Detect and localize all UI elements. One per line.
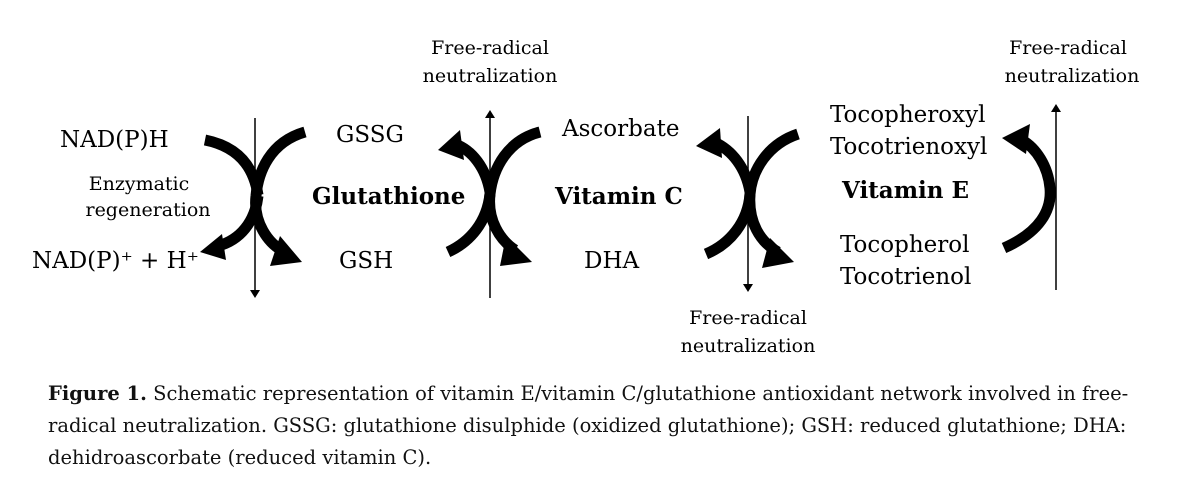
left-x-curve-top — [203, 134, 264, 196]
mid-right-x-curve-cross — [744, 128, 800, 257]
nadph-label: NAD(P)H — [60, 127, 169, 153]
gssg-label: GSSG — [336, 122, 404, 148]
vitamin-c-radical-label-line1: Free-radical — [689, 307, 807, 329]
mid-left-x-curve-bl — [445, 193, 496, 258]
gsh-label: GSH — [339, 248, 393, 274]
mid-right-x-curve-bl — [703, 193, 756, 260]
mid-right-x-arrowhead-tl — [696, 128, 722, 158]
left-x-arrowhead-br — [270, 236, 302, 266]
enzymatic-label-line1: Enzymatic — [89, 173, 190, 195]
vitamin-e-radical-label-line1: Free-radical — [1009, 37, 1127, 59]
mid-left-x-curve-cross — [484, 126, 542, 255]
vitamin-e-radical-label-line2: neutralization — [1005, 65, 1140, 87]
ascorbate-label: Ascorbate — [561, 116, 679, 142]
glutathione-radical-label-line2: neutralization — [423, 65, 558, 87]
figure-caption-text: Schematic representation of vitamin E/vi… — [48, 382, 1129, 469]
nadp-plus-label: NAD(P)⁺ + H⁺ — [32, 248, 199, 274]
antioxidant-network-diagram: NAD(P)H Enzymatic regeneration NAD(P)⁺ +… — [32, 37, 1140, 357]
vitamin-e-name: Vitamin E — [841, 177, 969, 204]
mid-left-x-arrowhead-tl — [438, 130, 464, 160]
left-x-arrowhead-bl — [200, 234, 226, 260]
dha-label: DHA — [584, 248, 639, 274]
mid-right-x-arrowhead-br — [762, 238, 794, 268]
vitamin-c-radical-label-line2: neutralization — [681, 335, 816, 357]
tocopheroxyl-label: Tocopheroxyl — [830, 102, 985, 128]
tocopherol-label: Tocopherol — [840, 232, 969, 258]
figure-label: Figure 1. — [48, 382, 147, 405]
left-x-curve-bottom — [216, 195, 264, 252]
enzymatic-label-line2: regeneration — [85, 199, 210, 221]
figure-caption: Figure 1. Schematic representation of vi… — [48, 378, 1168, 474]
vitamin-c-name: Vitamin C — [554, 183, 683, 210]
tocotrienoxyl-label: Tocotrienoxyl — [830, 134, 987, 160]
glutathione-radical-label-line1: Free-radical — [431, 37, 549, 59]
tocotrienol-label: Tocotrienol — [840, 264, 971, 290]
mid-left-x-arrowhead-br — [500, 236, 532, 266]
glutathione-name: Glutathione — [312, 183, 465, 210]
vitamin-e-curved-arrow — [1001, 135, 1056, 254]
vitamin-e-curved-arrowhead — [1002, 124, 1030, 154]
